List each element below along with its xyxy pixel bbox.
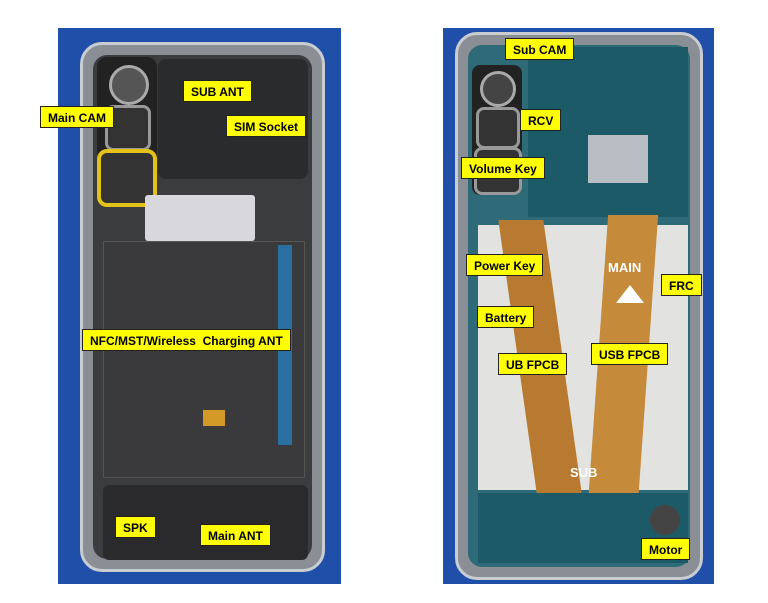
label-spk: SPK <box>115 516 156 538</box>
label-ub-fpcb: UB FPCB <box>498 353 568 375</box>
white-sticker <box>145 195 255 241</box>
label-battery: Battery <box>477 306 535 328</box>
nfc-chip <box>203 410 225 426</box>
label-main-ant: Main ANT <box>200 524 271 546</box>
label-power-key: Power Key <box>466 254 544 276</box>
label-usb-fpcb: USB FPCB <box>591 343 669 365</box>
arrow-icon <box>616 285 644 303</box>
label-main-cam: Main CAM <box>40 106 114 128</box>
shield-can <box>588 135 648 183</box>
label-sub-ant: SUB ANT <box>183 80 252 102</box>
label-motor: Motor <box>641 538 691 560</box>
camera-lens <box>109 65 149 105</box>
board-marking-sub: SUB <box>570 465 598 480</box>
label-nfc-ant: NFC/MST/Wireless Charging ANT <box>82 329 291 351</box>
camera-lens <box>476 107 520 149</box>
label-sim-socket: SIM Socket <box>226 115 307 137</box>
label-frc: FRC <box>661 274 702 296</box>
vibration-motor <box>650 505 680 535</box>
label-volume-key: Volume Key <box>461 157 545 179</box>
camera-lens <box>480 71 516 107</box>
wireless-charging-coil <box>103 241 305 478</box>
main-board <box>528 47 688 217</box>
board-marking-main: MAIN <box>608 260 642 275</box>
label-sub-cam: Sub CAM <box>505 38 575 60</box>
label-rcv: RCV <box>520 109 562 131</box>
